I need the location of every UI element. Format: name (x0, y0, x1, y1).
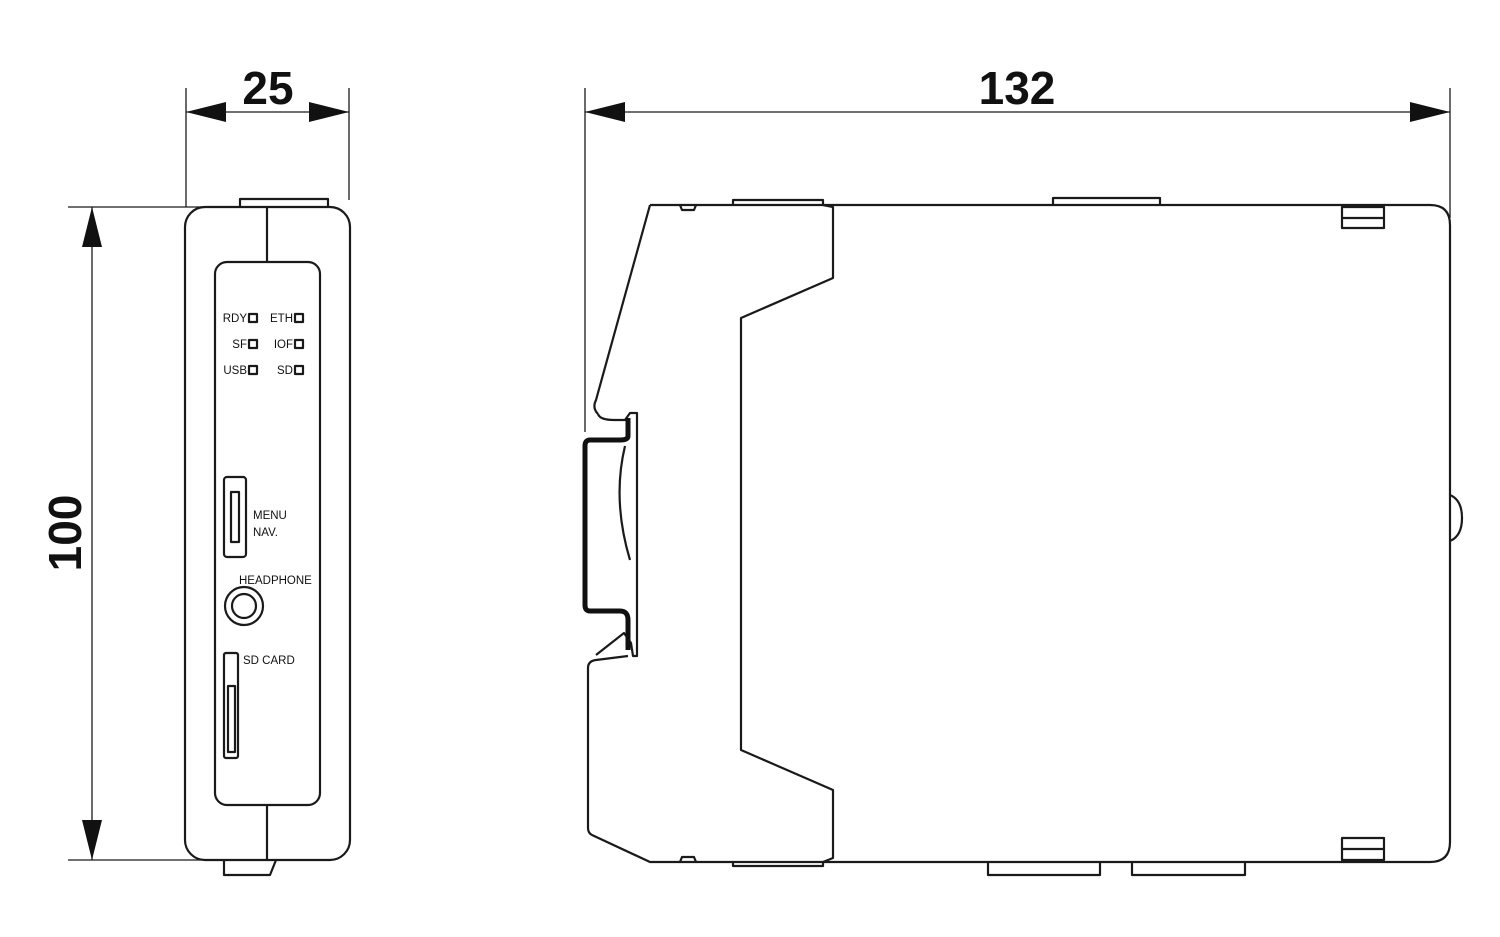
front-view: RDY SF USB ETH IOF SD MENU NAV. (183, 197, 352, 877)
front-panel (213, 260, 322, 807)
svg-text:MENU: MENU (253, 510, 287, 522)
dimension-label-depth: 132 (979, 62, 1056, 114)
svg-text:NAV.: NAV. (253, 527, 278, 539)
led-iof: IOF (274, 338, 305, 351)
led-indicator-icon (293, 364, 305, 376)
dimension-label-height: 100 (39, 495, 91, 572)
led-sd: SD (277, 364, 305, 377)
svg-text:ETH: ETH (270, 313, 293, 325)
dimension-depth-132: 132 (584, 62, 1451, 432)
dimension-height-100: 100 (39, 206, 240, 861)
svg-text:IOF: IOF (274, 339, 293, 351)
led-eth: ETH (270, 312, 305, 325)
headphone-jack: HEADPHONE (223, 575, 312, 627)
svg-text:RDY: RDY (223, 313, 248, 325)
led-sf: SF (232, 338, 259, 351)
din-rail (582, 418, 631, 650)
svg-text:HEADPHONE: HEADPHONE (239, 575, 312, 587)
dimension-label-width: 25 (242, 62, 293, 114)
svg-text:USB: USB (223, 365, 247, 377)
menu-nav-switch: MENU NAV. (222, 475, 287, 559)
led-indicator-icon (293, 312, 305, 324)
led-rdy: RDY (223, 312, 259, 325)
led-indicator-icon (293, 338, 305, 350)
side-view (582, 196, 1464, 877)
led-usb: USB (223, 364, 259, 377)
svg-text:SD CARD: SD CARD (243, 655, 295, 667)
housing-outline (586, 203, 1452, 864)
dimension-width-25: 25 (185, 62, 350, 207)
led-indicator-icon (247, 312, 259, 324)
led-indicator-icon (247, 338, 259, 350)
led-indicator-icon (247, 364, 259, 376)
svg-text:SD: SD (277, 365, 293, 377)
sd-card-slot: SD CARD (222, 651, 295, 760)
svg-text:SF: SF (232, 339, 247, 351)
